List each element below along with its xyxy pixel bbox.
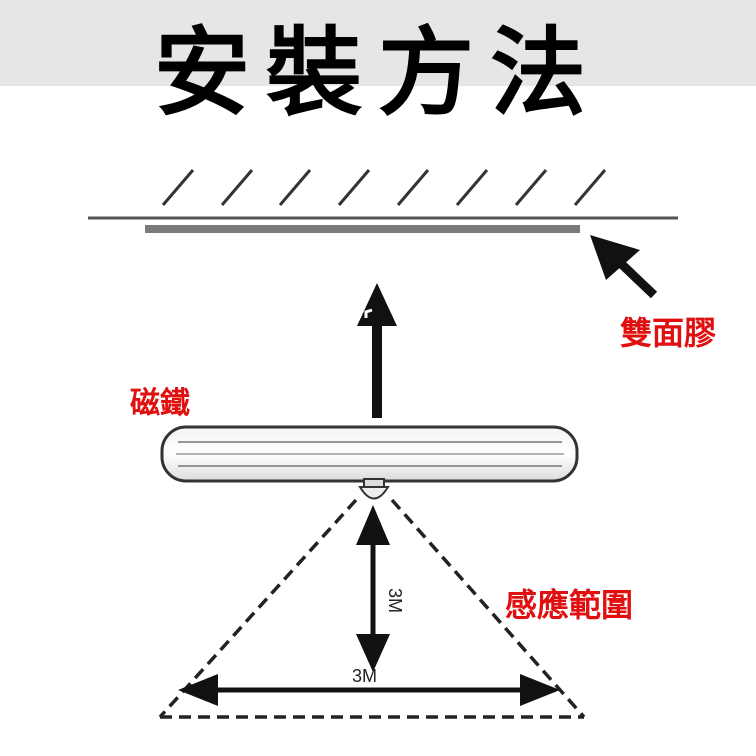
title-bar <box>0 0 756 86</box>
ceiling-hatching <box>161 169 607 206</box>
vertical-dimension-arrow <box>356 505 390 672</box>
horizontal-dimension-label: 3M <box>352 666 378 686</box>
light-bar <box>160 425 579 483</box>
magnet-label: 磁鐵 <box>130 386 190 421</box>
page-title: 安裝方法 <box>154 16 602 129</box>
mount-up-arrow <box>357 283 397 418</box>
sensing-range-triangle <box>158 498 586 719</box>
motion-sensor <box>358 478 390 500</box>
sensing-range-label: 感應範圍 <box>505 586 634 624</box>
horizontal-dimension-arrow <box>178 674 560 706</box>
double-sided-tape-label: 雙面膠 <box>620 314 717 352</box>
double-sided-tape-strip <box>145 225 580 233</box>
vertical-dimension-label: 3M <box>385 587 406 614</box>
tape-pointer-arrow <box>590 235 658 299</box>
